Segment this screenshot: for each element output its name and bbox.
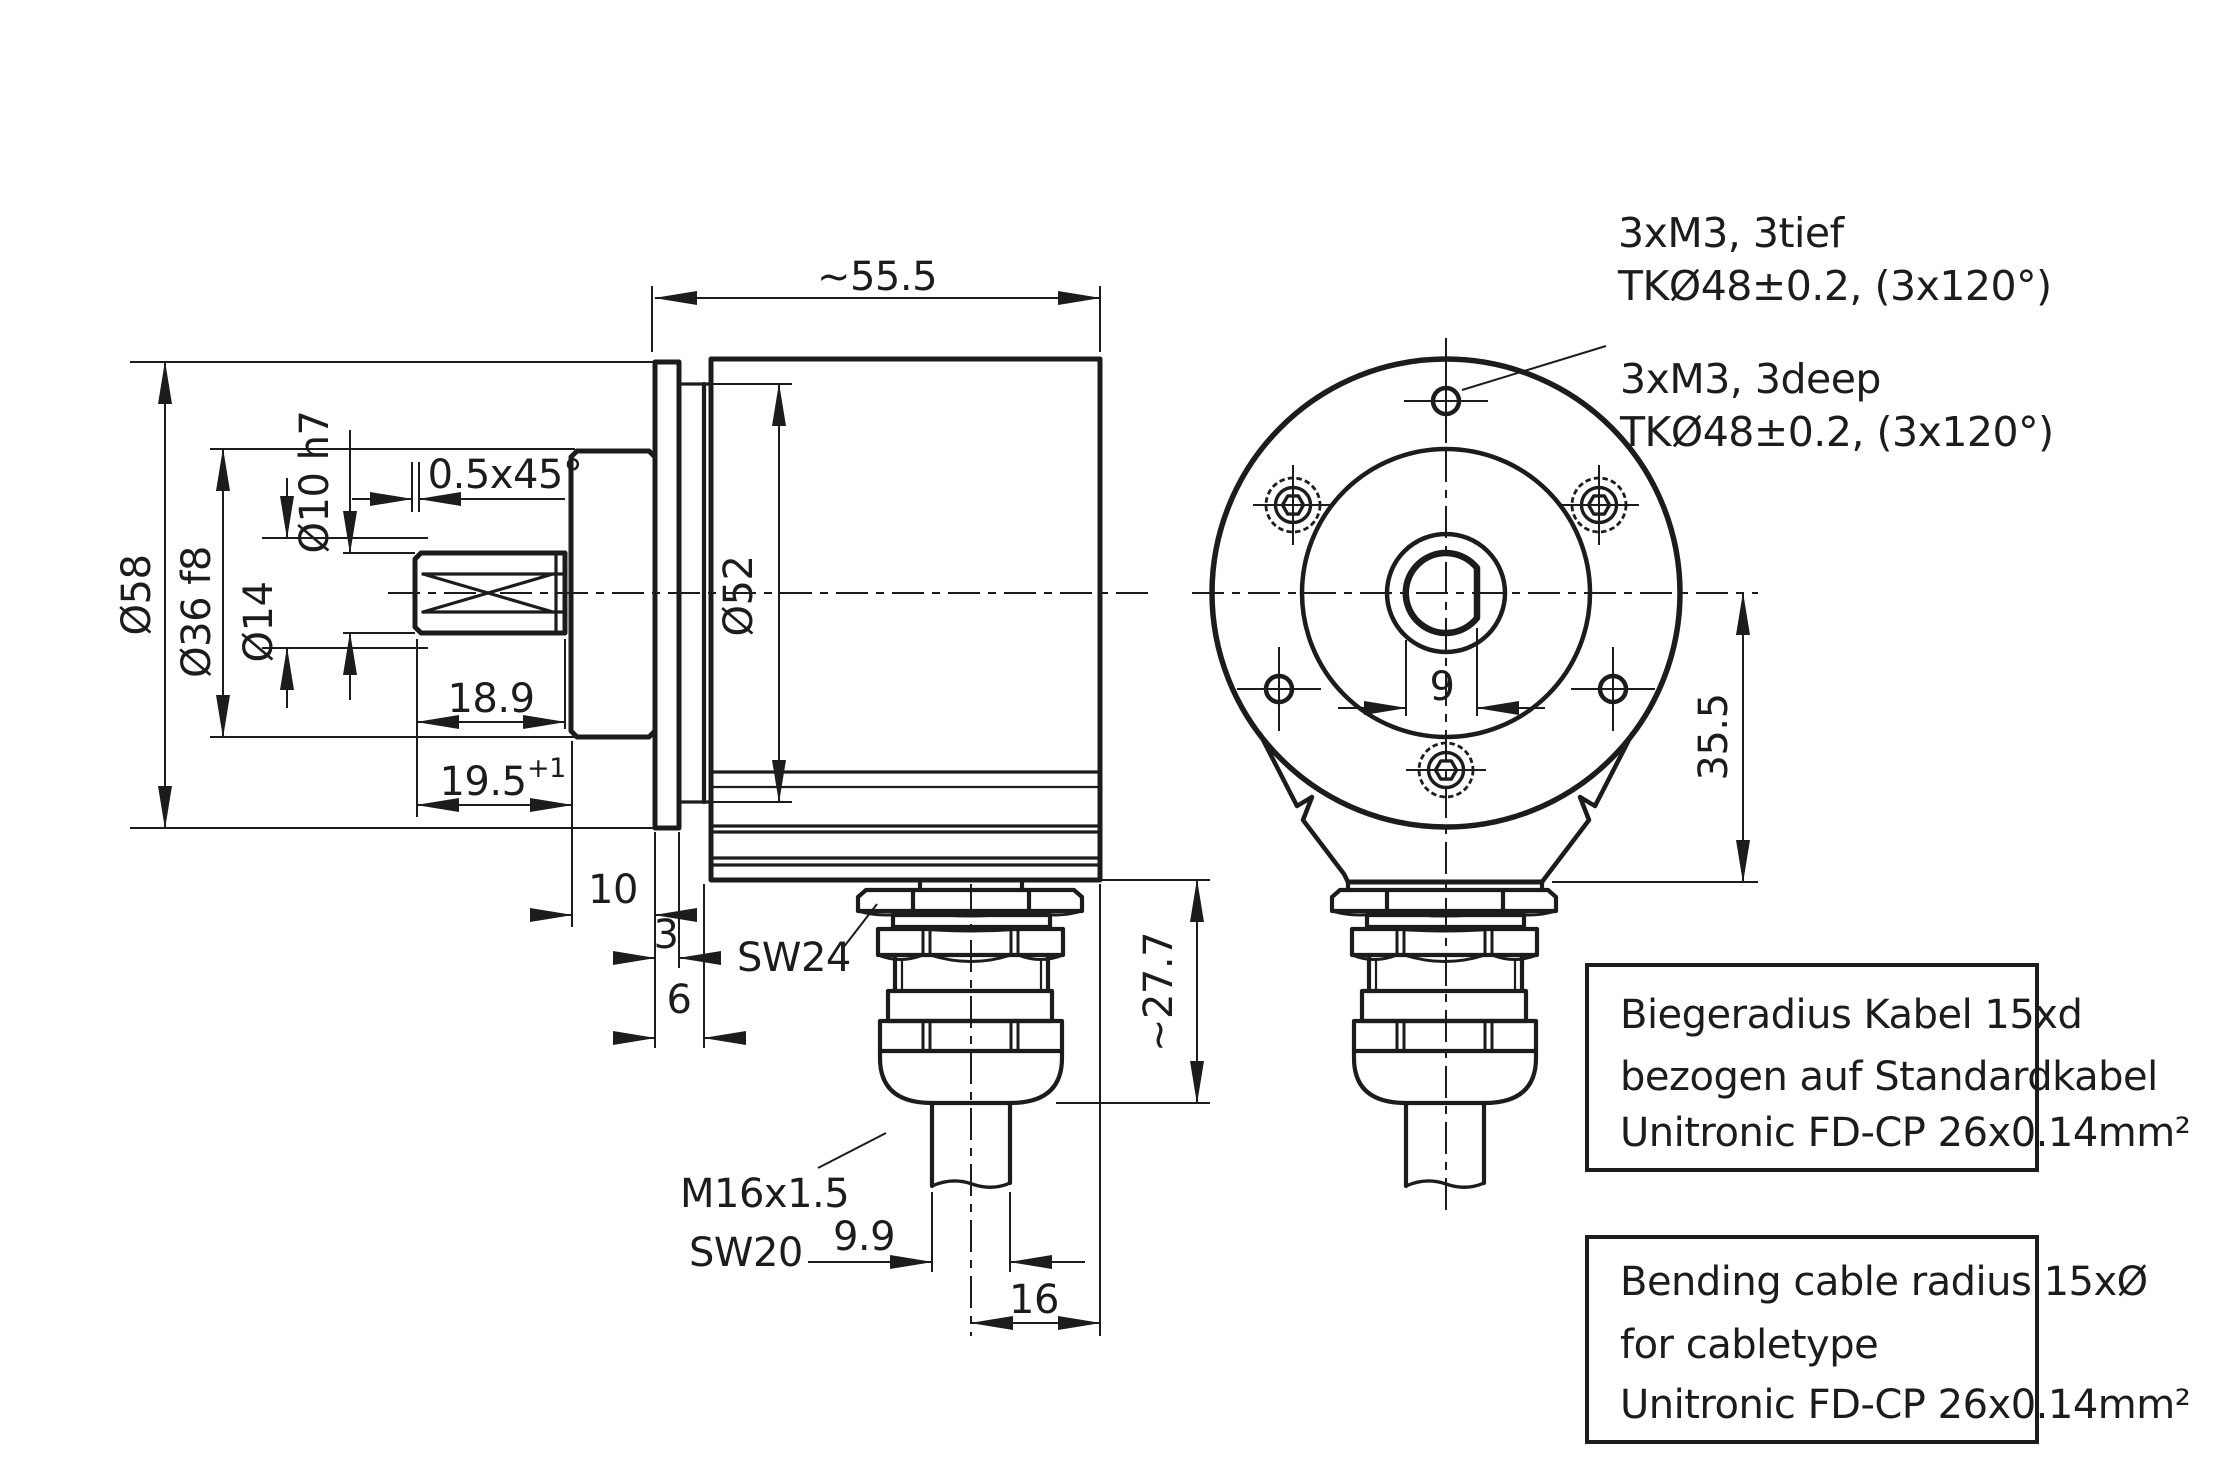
dim-cable-diameter: 9.9 bbox=[833, 1214, 895, 1260]
shaft-d-profile bbox=[1402, 549, 1481, 637]
note-box-german bbox=[1585, 963, 2039, 1172]
m3-holes bbox=[1237, 359, 1655, 731]
note-holes-de-line2: TKØ48±0.2, (3x120°) bbox=[1617, 262, 2052, 310]
cable-break-side bbox=[931, 1179, 1011, 1189]
labels: ~55.5 Ø58 Ø36 f8 Ø14 Ø10 h7 0.5x45° 18.9… bbox=[114, 209, 2191, 1428]
dim-body-diameter: Ø52 bbox=[716, 556, 762, 637]
hub-circle bbox=[1384, 531, 1508, 655]
dim-flange-diameter: Ø58 bbox=[114, 555, 160, 636]
dim-spigot-length: 10 bbox=[588, 867, 638, 913]
mounting-flange bbox=[652, 359, 682, 831]
dim-front-step: 6 bbox=[667, 977, 692, 1023]
note-holes-en-line1: 3xM3, 3deep bbox=[1620, 355, 1881, 403]
note-holes-de-line1: 3xM3, 3tief bbox=[1618, 209, 1846, 257]
note-de-line3: Unitronic FD-CP 26x0.14mm² bbox=[1620, 1110, 2190, 1156]
note-box-english bbox=[1585, 1235, 2039, 1444]
spigot-collar bbox=[568, 448, 658, 740]
dim-spigot-diameter: Ø36 f8 bbox=[174, 546, 220, 678]
dim-hub-diameter: Ø14 bbox=[236, 582, 282, 663]
extension-lines bbox=[130, 286, 1758, 1336]
front-view bbox=[1192, 338, 1758, 1212]
label-gland-thread: M16x1.5 bbox=[680, 1171, 849, 1217]
note-en-line1: Bending cable radius 15xØ bbox=[1620, 1259, 2148, 1305]
cable-side bbox=[929, 1100, 1013, 1189]
shaft bbox=[412, 550, 568, 636]
cable-break-front bbox=[1405, 1179, 1485, 1189]
shaft-cross-pattern bbox=[421, 572, 555, 614]
dim-shaft-diameter: Ø10 h7 bbox=[292, 411, 338, 554]
screw-bottom bbox=[1406, 741, 1486, 799]
dim-gland-offset: 16 bbox=[1009, 1277, 1059, 1323]
cable-front bbox=[1403, 1100, 1487, 1189]
leader-m3-holes bbox=[1461, 345, 1607, 391]
leader-lines bbox=[817, 345, 1607, 1169]
dim-shaft-length-total: 19.5 bbox=[439, 759, 526, 805]
dim-shaft-flat: 9 bbox=[1430, 664, 1455, 710]
note-en-line2: for cabletype bbox=[1620, 1322, 1878, 1368]
dim-cable-offset: 35.5 bbox=[1691, 693, 1737, 780]
gland-dome bbox=[877, 1048, 1065, 1106]
cable-gland-front bbox=[1329, 887, 1559, 1189]
note-de-line2: bezogen auf Standardkabel bbox=[1620, 1054, 2158, 1100]
gland-boss-front bbox=[1257, 731, 1635, 893]
dim-shaft-length-tolerance: +1 bbox=[527, 753, 566, 784]
dim-shaft-length: 18.9 bbox=[447, 676, 534, 722]
dim-chamfer: 0.5x45° bbox=[428, 452, 583, 498]
dim-flange-thickness: 3 bbox=[654, 912, 679, 958]
screw-upper-left bbox=[1253, 465, 1333, 545]
assembly-screws bbox=[1253, 465, 1639, 799]
note-de-line1: Biegeradius Kabel 15xd bbox=[1620, 992, 2082, 1038]
dim-overall-length: ~55.5 bbox=[817, 254, 937, 300]
leader-m16 bbox=[817, 1132, 887, 1169]
spigot-circle bbox=[1299, 446, 1593, 740]
dimension-lines bbox=[158, 291, 1750, 1330]
note-holes-en-line2: TKØ48±0.2, (3x120°) bbox=[1619, 408, 2054, 456]
dim-gland-height: ~27.7 bbox=[1136, 932, 1182, 1052]
note-en-line3: Unitronic FD-CP 26x0.14mm² bbox=[1620, 1382, 2190, 1428]
leader-sw24 bbox=[842, 903, 878, 949]
label-locknut-wrench: SW24 bbox=[737, 935, 851, 981]
screw-upper-right bbox=[1559, 465, 1639, 545]
gland-washer bbox=[890, 912, 1053, 930]
gland-neck bbox=[892, 952, 1051, 994]
cable-gland-side bbox=[855, 877, 1085, 1189]
side-view bbox=[388, 356, 1148, 1336]
label-gland-wrench: SW20 bbox=[689, 1230, 803, 1276]
